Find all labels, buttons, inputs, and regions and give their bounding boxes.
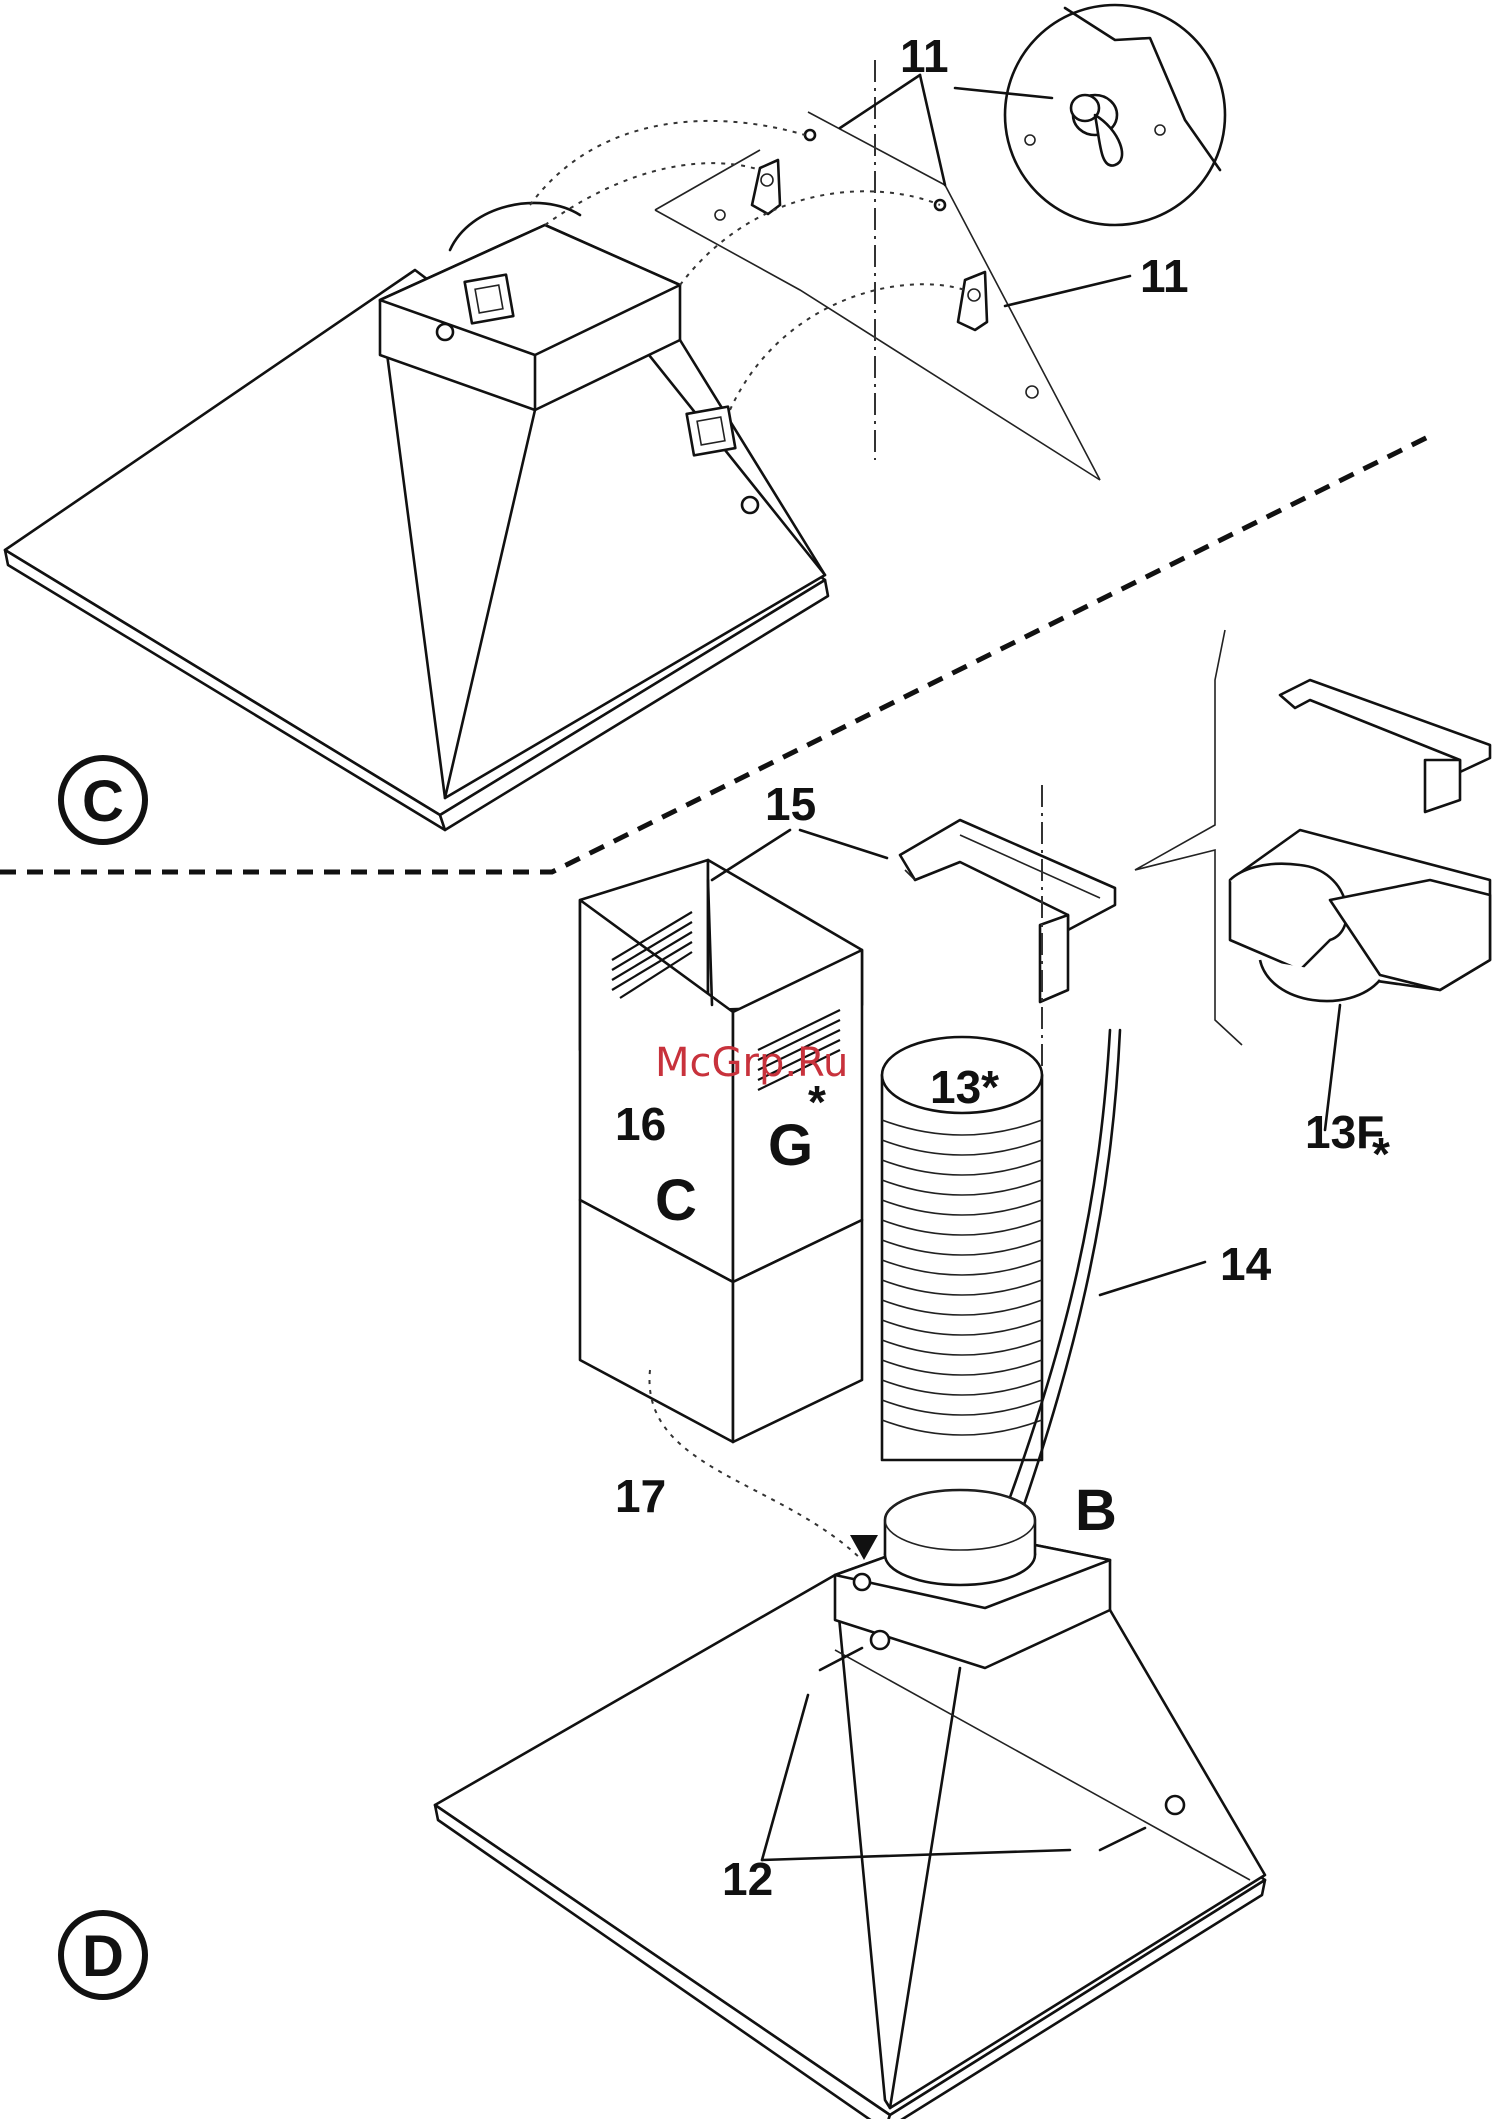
callout-13F-asterisk: *	[1372, 1128, 1390, 1180]
watermark: McGrp.Ru	[655, 1040, 848, 1086]
hood-c	[5, 203, 828, 830]
callout-16: 16	[615, 1098, 666, 1150]
callout-17: 17	[615, 1470, 666, 1522]
callout-14: 14	[1220, 1238, 1272, 1290]
callout-letter-g: G	[768, 1113, 813, 1178]
hood-d	[435, 1490, 1265, 2119]
filter-unit-13F	[1135, 630, 1490, 1130]
callout-13-duct: 13*	[930, 1061, 999, 1113]
detail-magnifier	[955, 5, 1225, 225]
step-marker-c: C	[61, 758, 145, 842]
callout-letter-c: C	[655, 1168, 697, 1233]
step-marker-c-label: C	[82, 769, 124, 834]
callout-12: 12	[722, 1853, 773, 1905]
support-bracket-15	[900, 820, 1115, 1002]
panel-d: 15 16 C G * 13* 14 13F * 17 B 12 McGrp.R…	[61, 630, 1490, 2119]
callout-b: B	[1075, 1478, 1117, 1543]
callout-11-top: 11	[900, 30, 949, 82]
panel-c: 11 11 C	[5, 5, 1225, 842]
step-marker-d: D	[61, 1913, 145, 1997]
callout-15: 15	[765, 778, 816, 830]
step-marker-d-label: D	[82, 1924, 124, 1989]
callout-11-side: 11	[1140, 250, 1189, 302]
chimney-16	[580, 860, 862, 1560]
